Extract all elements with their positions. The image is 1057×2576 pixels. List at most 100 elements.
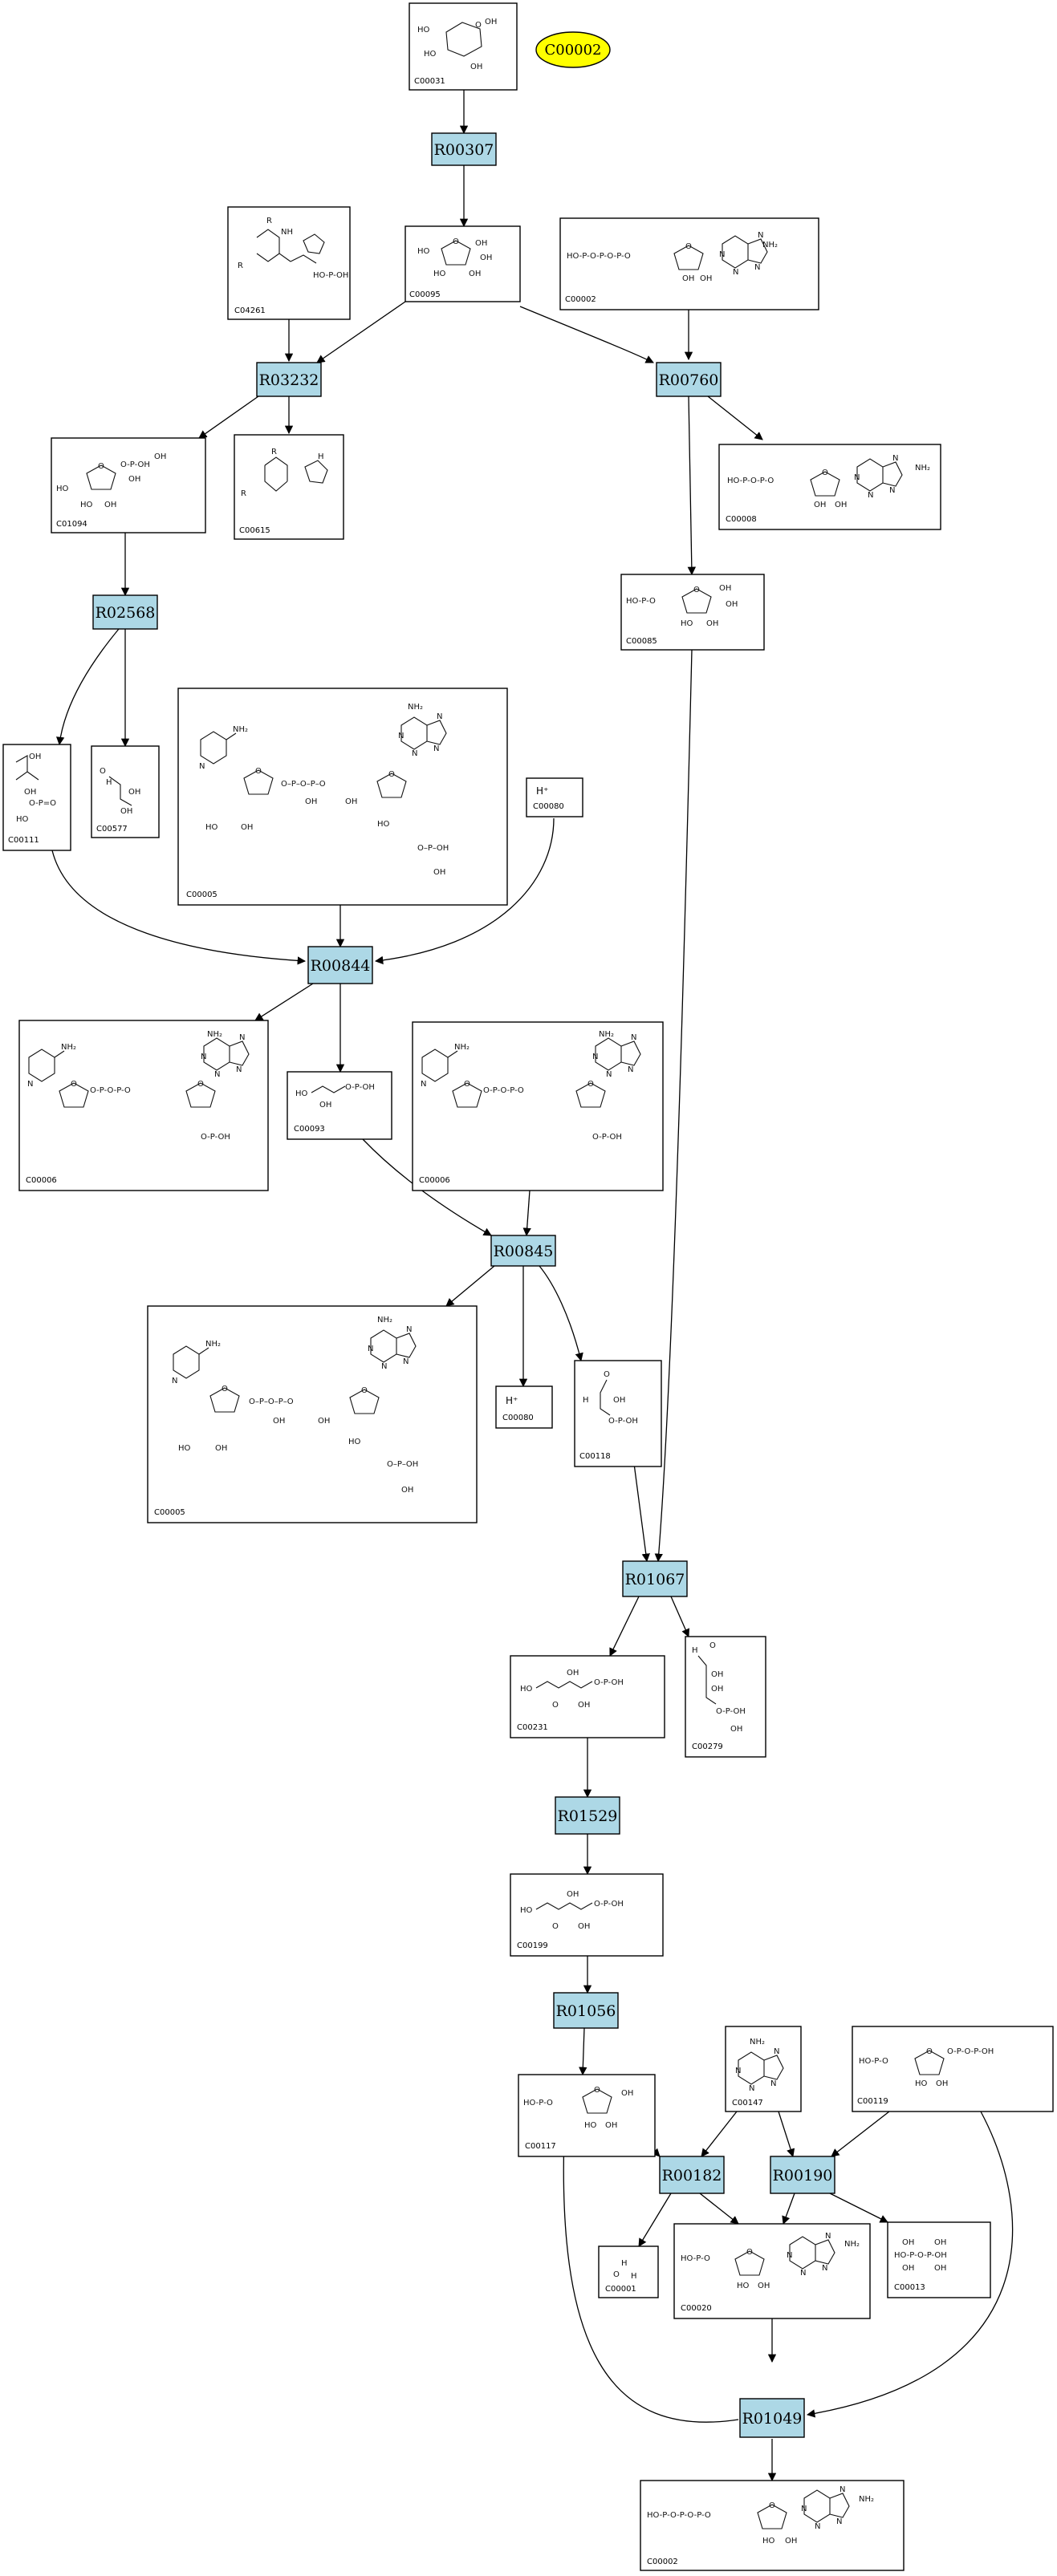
compound-node[interactable]: RR H C00615 xyxy=(234,434,344,540)
compound-node[interactable]: O-P-O-P-O NH₂ O-P-OH C00006 xyxy=(18,1020,269,1191)
reaction-node[interactable]: R01529 xyxy=(555,1796,620,1835)
svg-text:OH: OH xyxy=(578,1922,590,1931)
svg-text:HO: HO xyxy=(915,2079,928,2088)
reaction-node[interactable]: R00845 xyxy=(490,1235,556,1267)
reaction-node[interactable]: R01049 xyxy=(739,2398,805,2438)
reaction-node[interactable]: R00307 xyxy=(431,132,497,166)
svg-text:H: H xyxy=(318,452,324,461)
compound-label: C00031 xyxy=(414,77,445,86)
svg-text:OH: OH xyxy=(711,1685,723,1694)
svg-text:NH₂: NH₂ xyxy=(915,464,930,473)
compound-node[interactable]: O-P-O-P-O NH₂ O-P-OH C00006 xyxy=(412,1021,664,1191)
svg-text:HO: HO xyxy=(417,247,430,256)
compound-label: C00147 xyxy=(732,2099,763,2107)
reaction-node[interactable]: R03232 xyxy=(256,362,322,397)
svg-text:OH: OH xyxy=(902,2238,914,2247)
svg-text:HO-P-OH: HO-P-OH xyxy=(313,271,348,280)
edges xyxy=(51,90,1014,2482)
svg-text:OH: OH xyxy=(730,1725,742,1734)
svg-text:R: R xyxy=(271,448,277,456)
compound-label: C00013 xyxy=(894,2283,925,2292)
svg-text:O-P-OH: O-P-OH xyxy=(594,1900,624,1909)
svg-text:H: H xyxy=(583,1396,589,1405)
reaction-label: R00844 xyxy=(311,957,371,975)
svg-text:O–P–O–P–O: O–P–O–P–O xyxy=(281,780,326,789)
reaction-label: R00182 xyxy=(662,2167,722,2185)
reaction-node[interactable]: R00190 xyxy=(770,2156,835,2194)
svg-text:HO: HO xyxy=(56,485,69,493)
compound-node[interactable]: NH₂ C00147 xyxy=(725,2026,802,2112)
svg-text:OH: OH xyxy=(154,452,166,461)
reaction-node[interactable]: R01067 xyxy=(622,1560,688,1597)
svg-text:OH: OH xyxy=(567,1669,579,1677)
svg-text:O: O xyxy=(552,1922,559,1931)
compound-label: C00577 xyxy=(96,825,128,834)
svg-text:OH: OH xyxy=(128,788,140,797)
compound-node[interactable]: H⁺ C00080 xyxy=(526,777,583,817)
svg-text:NH₂: NH₂ xyxy=(750,2038,765,2047)
svg-text:OH: OH xyxy=(902,2264,914,2273)
compound-label: C00006 xyxy=(419,1176,450,1185)
svg-text:HO: HO xyxy=(178,1444,191,1453)
compound-node[interactable]: H⁺ C00080 xyxy=(495,1385,553,1429)
svg-text:OH: OH xyxy=(401,1486,413,1495)
svg-text:OH: OH xyxy=(567,1890,579,1899)
compound-label: C00008 xyxy=(726,515,757,524)
svg-text:OH: OH xyxy=(726,600,738,609)
svg-text:OH: OH xyxy=(345,797,357,806)
svg-text:OH: OH xyxy=(241,823,253,832)
svg-text:O–P–OH: O–P–OH xyxy=(417,844,449,853)
reaction-node[interactable]: R00182 xyxy=(659,2156,725,2194)
svg-text:HO: HO xyxy=(417,26,430,34)
reaction-label: R01049 xyxy=(742,2410,803,2428)
svg-text:H: H xyxy=(106,778,112,787)
compound-label: C00002 xyxy=(647,2558,678,2566)
svg-text:OH: OH xyxy=(433,868,445,877)
svg-text:H: H xyxy=(692,1646,698,1655)
svg-text:HO: HO xyxy=(424,50,437,59)
reaction-label: R01529 xyxy=(558,1807,618,1825)
compound-label: C00080 xyxy=(533,802,564,811)
reaction-node[interactable]: R00760 xyxy=(656,362,722,397)
compound-label: C00615 xyxy=(239,526,270,535)
reaction-node[interactable]: R02568 xyxy=(92,594,158,630)
svg-text:HO-P-O-P-O-P-O: HO-P-O-P-O-P-O xyxy=(647,2511,711,2520)
svg-text:HO-P-O-P-OH: HO-P-O-P-OH xyxy=(894,2251,947,2260)
reaction-node[interactable]: R01056 xyxy=(553,1992,619,2029)
svg-text:HO-P-O: HO-P-O xyxy=(681,2254,710,2263)
svg-text:NH: NH xyxy=(281,228,293,237)
compound-label: C00117 xyxy=(525,2142,556,2151)
compound-formula: H⁺ xyxy=(506,1395,518,1406)
reaction-label: R00190 xyxy=(773,2167,833,2185)
svg-text:O: O xyxy=(709,1641,716,1650)
svg-text:HO-P-O-P-O-P-O: HO-P-O-P-O-P-O xyxy=(567,252,631,261)
reaction-node[interactable]: R00844 xyxy=(307,946,373,984)
svg-text:HO: HO xyxy=(737,2282,750,2290)
svg-text:O-P-O-P-O: O-P-O-P-O xyxy=(483,1086,524,1095)
svg-text:OH: OH xyxy=(758,2282,770,2290)
start-node[interactable]: C00002 xyxy=(535,31,611,68)
